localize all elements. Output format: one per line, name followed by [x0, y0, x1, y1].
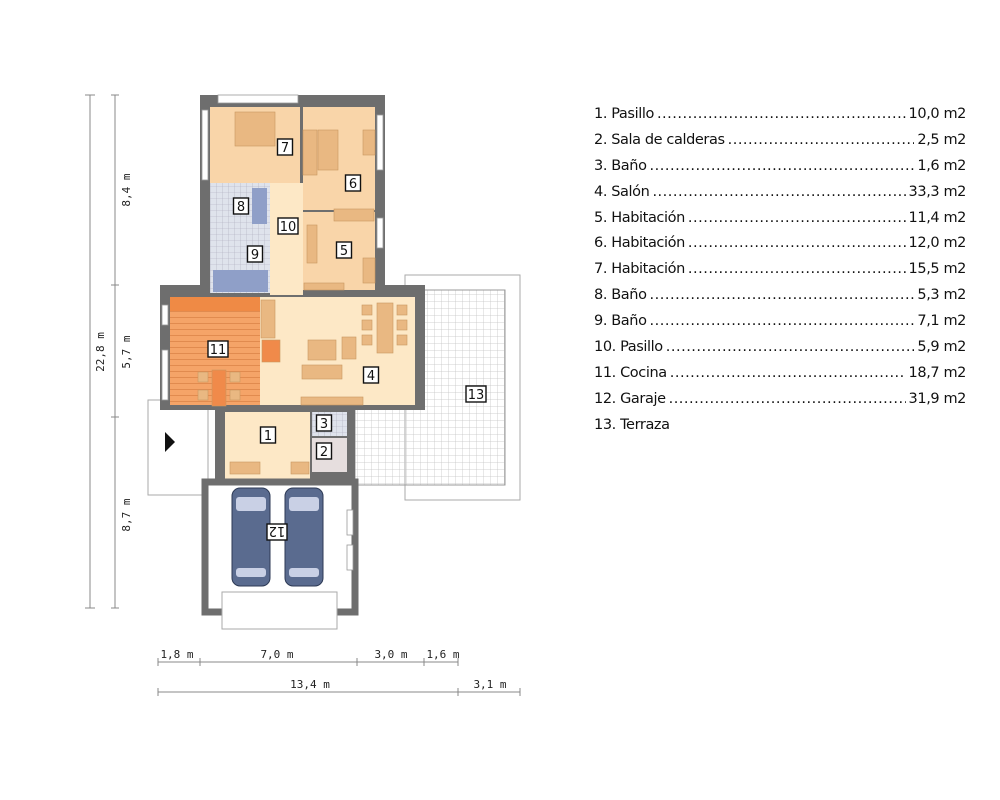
room-area: 15,5 m2	[908, 261, 966, 278]
room-number-text: 12	[269, 523, 286, 538]
room-number-6: 6	[344, 174, 362, 192]
legend-item: 6. Habitación 12,0 m2	[594, 230, 966, 256]
bathtub	[252, 188, 267, 224]
room-name: 6. Habitación	[594, 235, 685, 252]
dim-vertical-total: 22,8 m	[94, 332, 107, 372]
legend-item: 12. Garaje 31,9 m2	[594, 386, 966, 412]
leader-dots	[688, 235, 906, 251]
room-area: 11,4 m2	[908, 209, 966, 226]
room-number-9: 9	[246, 245, 264, 263]
room-name: 2. Sala de calderas	[594, 131, 725, 148]
leader-dots	[650, 287, 915, 303]
room-number-2: 2	[315, 442, 333, 460]
bathtub	[213, 270, 268, 292]
dim-horizontal-1: 1,8 m	[160, 648, 193, 661]
leader-dots	[670, 365, 906, 381]
room-12	[201, 478, 359, 616]
legend-item: 8. Baño 5,3 m2	[594, 282, 966, 308]
room-area: 10,0 m2	[908, 105, 966, 122]
room-name: 12. Garaje	[594, 390, 666, 407]
room-area: 33,3 m2	[908, 183, 966, 200]
room-10	[270, 183, 303, 295]
room-number-text: 6	[349, 177, 357, 192]
room-number-text: 1	[264, 429, 272, 444]
legend-item: 11. Cocina 18,7 m2	[594, 360, 966, 386]
legend-item: 3. Baño 1,6 m2	[594, 153, 966, 179]
dim-horizontal-2: 7,0 m	[260, 648, 293, 661]
leader-dots	[652, 184, 905, 200]
room-name: 9. Baño	[594, 313, 647, 330]
room-area: 12,0 m2	[908, 235, 966, 252]
room-name: 10. Pasillo	[594, 338, 663, 355]
dim-horizontal-3: 3,0 m	[374, 648, 407, 661]
furniture	[197, 111, 408, 475]
room-number-text: 10	[280, 220, 297, 235]
room-number-8: 8	[232, 197, 250, 215]
room-name: 8. Baño	[594, 287, 647, 304]
room-name: 5. Habitación	[594, 209, 685, 226]
room-number-text: 7	[281, 141, 289, 156]
room-number-12: 12	[266, 523, 288, 541]
legend-item: 4. Salón 33,3 m2	[594, 179, 966, 205]
room-number-13: 13	[465, 385, 487, 403]
room-number-3: 3	[315, 414, 333, 432]
room-area: 5,9 m2	[917, 338, 966, 355]
room-number-text: 8	[237, 200, 245, 215]
room-number-text: 3	[320, 417, 328, 432]
leader-dots	[669, 391, 906, 407]
room-number-text: 4	[367, 369, 375, 384]
entrance-arrow-icon	[165, 432, 175, 452]
leader-dots	[650, 158, 915, 174]
dim-terrace-width: 3,1 m	[473, 678, 506, 691]
car-icon	[284, 487, 324, 587]
room-number-1: 1	[259, 426, 277, 444]
room-name: 3. Baño	[594, 157, 647, 174]
room-number-text: 11	[210, 343, 227, 358]
dim-vertical-3: 8,7 m	[120, 498, 133, 531]
room-legend: 1. Pasillo 10,0 m2 2. Sala de calderas 2,5 …	[594, 101, 966, 438]
room-area: 7,1 m2	[917, 313, 966, 330]
legend-item: 1. Pasillo 10,0 m2	[594, 101, 966, 127]
leader-dots	[657, 106, 906, 122]
legend-item: 2. Sala de calderas 2,5 m2	[594, 127, 966, 153]
room-number-5: 5	[335, 241, 353, 259]
room-number-text: 9	[251, 248, 259, 263]
room-number-7: 7	[276, 138, 294, 156]
car-icon	[231, 487, 271, 587]
legend-item: 5. Habitación 11,4 m2	[594, 205, 966, 231]
dim-vertical-2: 5,7 m	[120, 335, 133, 368]
dim-horizontal-total: 13,4 m	[290, 678, 330, 691]
room-area: 5,3 m2	[917, 287, 966, 304]
leader-dots	[650, 313, 915, 329]
garage-door	[221, 591, 338, 630]
leader-dots	[688, 261, 906, 277]
leader-dots	[688, 210, 906, 226]
window	[161, 94, 384, 571]
legend-item: 7. Habitación 15,5 m2	[594, 256, 966, 282]
legend-item: 9. Baño 7,1 m2	[594, 308, 966, 334]
legend-item: 13. Terraza	[594, 412, 966, 438]
porch	[147, 399, 209, 496]
leader-dots	[666, 339, 915, 355]
room-name: 11. Cocina	[594, 364, 667, 381]
dim-horizontal-4: 1,6 m	[426, 648, 459, 661]
dim-vertical-1: 8,4 m	[120, 173, 133, 206]
room-name: 1. Pasillo	[594, 105, 654, 122]
room-area: 31,9 m2	[908, 390, 966, 407]
leader-dots	[728, 132, 915, 148]
room-area: 1,6 m2	[917, 157, 966, 174]
room-area: 18,7 m2	[908, 364, 966, 381]
room-name: 7. Habitación	[594, 261, 685, 278]
room-number-text: 5	[340, 244, 348, 259]
room-number-text: 2	[320, 445, 328, 460]
room-number-11: 11	[207, 340, 229, 358]
room-name: 13. Terraza	[594, 416, 670, 433]
room-number-text: 13	[468, 388, 485, 403]
room-number-10: 10	[277, 217, 299, 235]
room-number-4: 4	[362, 366, 380, 384]
room-name: 4. Salón	[594, 183, 650, 200]
dimension-lines	[85, 94, 521, 696]
room-area: 2,5 m2	[917, 131, 966, 148]
legend-item: 10. Pasillo 5,9 m2	[594, 334, 966, 360]
